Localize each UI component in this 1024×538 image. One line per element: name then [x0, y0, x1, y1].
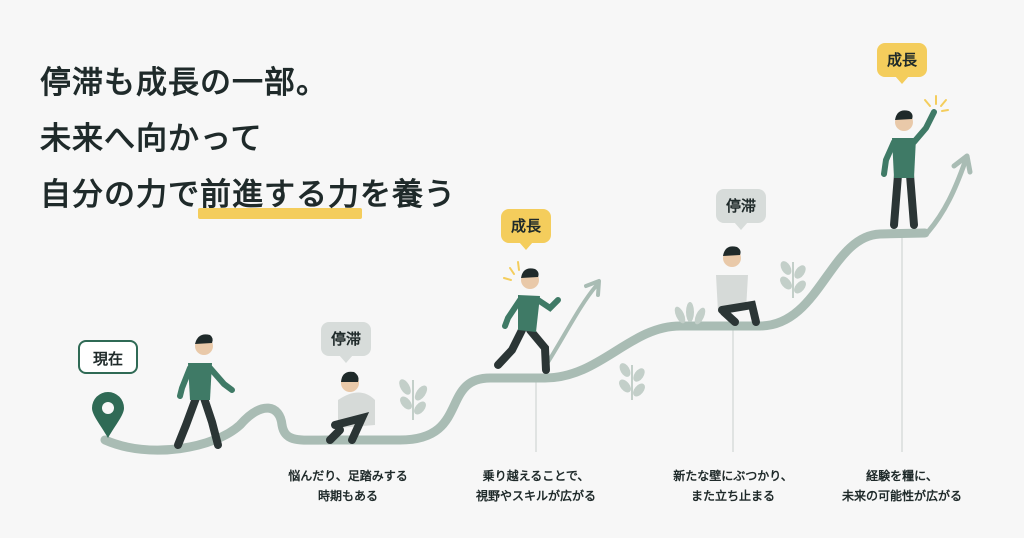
caption-line: 経験を糧に、 — [866, 469, 938, 483]
headline-line-3-post: を養う — [360, 177, 456, 213]
caption-line: 乗り越えることで、 — [482, 469, 590, 483]
leaf-plant-icon — [619, 363, 645, 400]
leaf-plant-icon — [780, 261, 806, 298]
caption-line: 新たな壁にぶつかり、 — [673, 469, 793, 483]
sparkle-icon — [503, 261, 520, 281]
headline-line-3-pre: 自分の力で — [40, 177, 200, 213]
caption-line: また立ち止まる — [690, 489, 775, 503]
person-reaching — [881, 109, 937, 229]
caption-line: 時期もある — [317, 489, 378, 503]
caption-growth-1: 乗り越えることで、 視野やスキルが広がる — [476, 466, 596, 506]
growth-bubble: 成長 — [500, 209, 552, 250]
headline-line-3: 自分の力で前進する力を養う — [40, 167, 456, 223]
growth-bubble: 成長 — [876, 43, 928, 84]
headline-highlight: 前進する力 — [198, 167, 362, 223]
stagnation-bubble: 停滞 — [320, 322, 372, 363]
caption-line: 視野やスキルが広がる — [475, 489, 597, 503]
caption-line: 未来の可能性が広がる — [841, 489, 963, 503]
headline-line-2: 未来へ向かって — [40, 121, 263, 157]
person-running — [494, 268, 561, 374]
location-pin-icon — [92, 392, 124, 438]
caption-line: 悩んだり、足踏みする — [288, 469, 408, 483]
headline: 停滞も成長の一部。 未来へ向かって 自分の力で前進する力を養う — [40, 55, 456, 223]
journey-path — [100, 228, 930, 455]
caption-growth-2: 経験を糧に、 未来の可能性が広がる — [842, 466, 962, 506]
person-sitting — [326, 371, 375, 444]
caption-stagnation-2: 新たな壁にぶつかり、 また立ち止まる — [673, 466, 793, 506]
leaf-plant-icon — [399, 379, 428, 420]
growth-arrow-icon — [925, 153, 973, 235]
sparkle-icon — [924, 95, 949, 112]
start-label: 現在 — [78, 340, 138, 374]
growth-arrow-icon — [546, 279, 601, 364]
person-thinking — [716, 246, 760, 326]
stagnation-bubble: 停滞 — [715, 189, 767, 230]
leaf-plant-icon — [674, 302, 706, 325]
headline-line-1: 停滞も成長の一部。 — [40, 65, 328, 101]
caption-stagnation-1: 悩んだり、足踏みする 時期もある — [288, 466, 408, 506]
person-walking — [174, 334, 235, 449]
